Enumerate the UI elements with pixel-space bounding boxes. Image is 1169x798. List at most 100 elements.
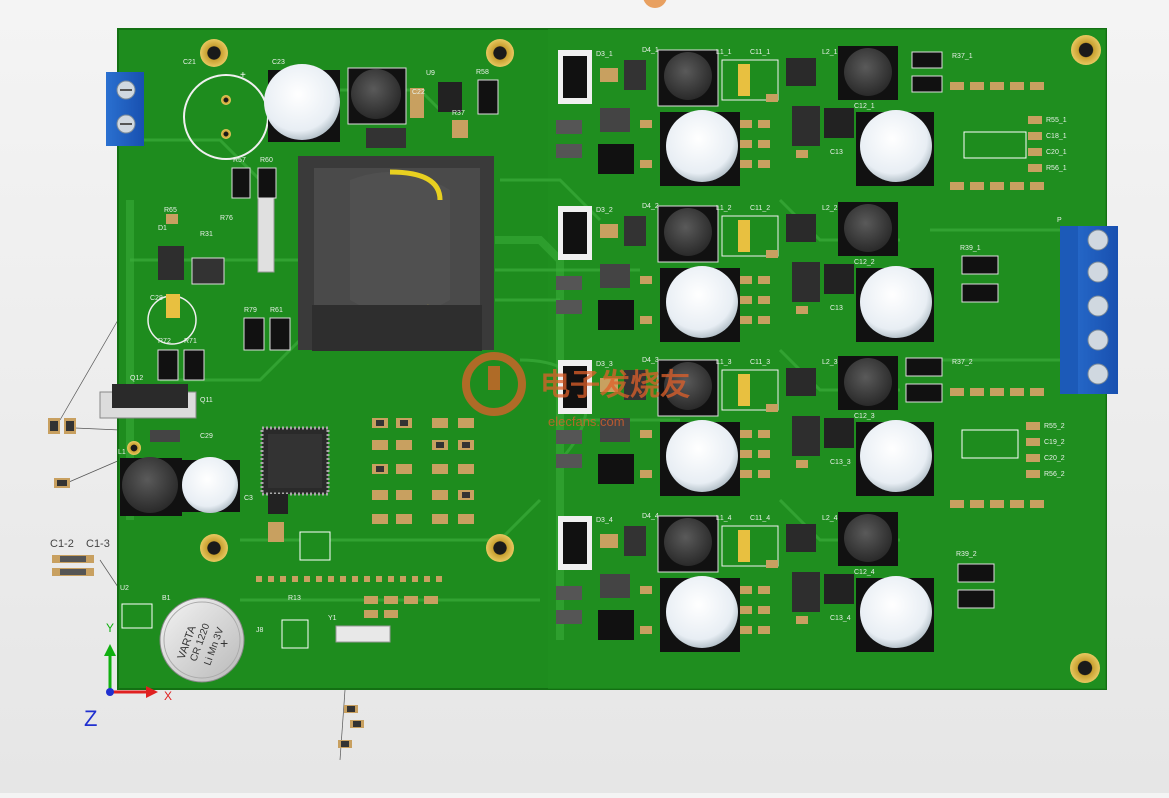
channel-3-inductor — [664, 362, 712, 410]
label-r31: R31 — [200, 231, 213, 238]
channel-4-resistor-9 — [796, 616, 808, 624]
label-r37-1: R37_1 — [952, 53, 973, 60]
channel-4-inductor — [664, 518, 712, 566]
label-j8: J8 — [256, 627, 264, 634]
channel-1-label-c13: C13 — [830, 149, 843, 156]
channel-3-label-c11: C11_3 — [750, 359, 770, 366]
channel-3-resistor-3 — [758, 450, 770, 458]
label-u9: U9 — [426, 70, 435, 77]
label-c21: C21 — [183, 59, 196, 66]
channel-4-label-c13: C13_4 — [830, 615, 851, 622]
channel-4-label-c12: C12_4 — [854, 569, 875, 576]
channel-2-label-c12: C12_2 — [854, 259, 875, 266]
channel-4-label-c11: C11_4 — [750, 515, 770, 522]
battery-plus: + — [220, 635, 228, 651]
channel-2-label-l1: L1_2 — [716, 205, 732, 212]
label-q11: Q11 — [200, 397, 213, 404]
channel-2-ic — [786, 214, 816, 242]
channel-3-label-c12: C12_3 — [854, 413, 875, 420]
right-side-parts: R37_1 R55_1 C18_1 C20_1 R56_1 R39_1 R37_… — [905, 51, 1067, 609]
channel-2-label-d3: D3_2 — [596, 207, 613, 214]
axis-y-label: Y — [106, 621, 114, 635]
channel-3-resistor-8 — [766, 404, 778, 412]
label-r79: R79 — [244, 307, 257, 314]
channel-2-cap2 — [860, 266, 932, 338]
channel-4-resistor-3 — [758, 606, 770, 614]
label-b1: B1 — [162, 595, 171, 602]
channel-2-smd-a — [556, 276, 582, 290]
channel-2-resistor-5 — [758, 316, 770, 324]
channel-1-cap1 — [666, 110, 738, 182]
label-c19-2: C19_2 — [1044, 439, 1065, 446]
channel-3-resistor-5 — [758, 470, 770, 478]
terminal-block-left[interactable] — [106, 72, 144, 146]
label-r56-2: R56_2 — [1044, 471, 1065, 478]
channel-2-mosfet2 — [792, 262, 820, 302]
channel-2-label-d4: D4_2 — [642, 203, 659, 210]
channel-3-label-l1: L1_3 — [716, 359, 732, 366]
pin-header-row — [256, 576, 442, 582]
channel-2-resistor-2 — [740, 296, 752, 304]
label-r39-1: R39_1 — [960, 245, 981, 252]
channel-4-diode — [563, 522, 587, 564]
label-r57: R57 — [233, 157, 246, 164]
channel-2-ic-b — [600, 264, 630, 288]
label-r39-2: R39_2 — [956, 551, 977, 558]
channel-2-resistor-3 — [758, 296, 770, 304]
channel-4-ic2 — [824, 574, 854, 604]
label-c20-1: C20_1 — [1046, 149, 1067, 156]
channel-2-label-l2: L2_2 — [822, 205, 838, 212]
label-r37-2: R37_2 — [952, 359, 973, 366]
label-d1: D1 — [158, 225, 167, 232]
channel-4-resistor-4 — [740, 626, 752, 634]
label-y1: Y1 — [328, 615, 337, 622]
channel-1-smd-b — [556, 144, 582, 158]
mcu-section: R13 Y1 J8 U2 — [120, 418, 474, 649]
channel-3-resistor-6 — [640, 430, 652, 438]
coin-cell-battery: B1 VARTA CR 1220 Li Mn 3V + — [159, 595, 245, 683]
channel-3-resistor-1 — [758, 430, 770, 438]
channel-4-mosfet — [624, 526, 646, 556]
channel-4-smd-b — [556, 610, 582, 624]
channel-4-resistor-a — [600, 534, 618, 548]
channel-3-smd-b — [556, 454, 582, 468]
floating-parts-bottom — [338, 689, 364, 761]
channel-2-ic2 — [824, 264, 854, 294]
axis-triad[interactable]: Y X Z — [84, 621, 172, 731]
channel-2-label-c11: C11_2 — [750, 205, 770, 212]
channel-1-resistor-1 — [758, 120, 770, 128]
channel-2-inductor2 — [844, 204, 892, 252]
channel-1-resistor-6 — [640, 120, 652, 128]
channel-1-resistor-a — [600, 68, 618, 82]
elecfans-watermark: 电子发烧友 elecfans.com — [462, 352, 690, 429]
label-r55-1: R55_1 — [1046, 117, 1067, 124]
watermark-brand: 电子发烧友 — [540, 369, 690, 402]
channel-1-label-d4: D4_1 — [642, 47, 659, 54]
channel-1-resistor-3 — [758, 140, 770, 148]
axis-z-label: Z — [84, 706, 97, 731]
label-r65: R65 — [164, 207, 177, 214]
label-r71: R71 — [184, 338, 197, 345]
channel-1-resistor-7 — [640, 160, 652, 168]
channel-4-resistor-6 — [640, 586, 652, 594]
channel-3-diode — [563, 366, 587, 408]
svg-text:+: + — [240, 70, 246, 81]
channel-3-resistor-9 — [796, 460, 808, 468]
channel-3-resistor-7 — [640, 470, 652, 478]
floating-parts-left: C1-2 C1-3 — [48, 319, 121, 591]
label-c22: C22 — [412, 89, 425, 96]
label-c1-3: C1-3 — [86, 538, 110, 550]
channel-2-smd-b — [556, 300, 582, 314]
channel-1-resistor-5 — [758, 160, 770, 168]
channel-2-resistor-6 — [640, 276, 652, 284]
channel-1-label-c11: C11_1 — [750, 49, 770, 56]
terminal-block-right[interactable]: P — [1057, 217, 1118, 394]
channel-4-driver — [598, 610, 634, 640]
channel-3-label-c13: C13_3 — [830, 459, 851, 466]
label-r56-1: R56_1 — [1046, 165, 1067, 172]
channel-1-label-l2: L2_1 — [822, 49, 838, 56]
channel-4-tantalum — [738, 530, 750, 562]
channel-2-resistor-8 — [766, 250, 778, 258]
